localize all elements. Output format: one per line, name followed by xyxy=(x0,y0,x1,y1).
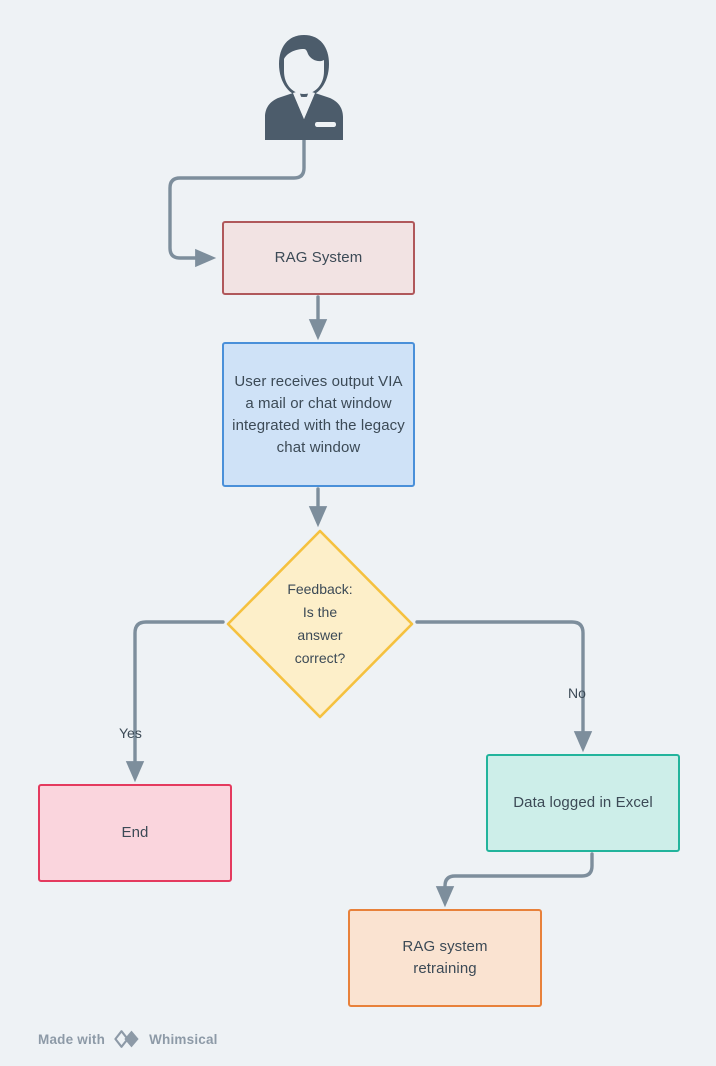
node-end[interactable]: End xyxy=(38,784,232,882)
node-rag-system-retraining-label: RAG system retraining xyxy=(402,938,488,977)
node-data-logged-in-excel-label: Data logged in Excel xyxy=(513,794,653,811)
node-user-receives-output-label: User receives output VIA a mail or chat … xyxy=(232,372,405,456)
node-user-receives-output[interactable]: User receives output VIA a mail or chat … xyxy=(222,342,415,487)
whimsical-watermark[interactable]: Made with Whimsical xyxy=(38,1028,218,1050)
edge-decision-to-end xyxy=(125,620,225,783)
node-decision-feedback[interactable]: Feedback: Is the answer correct? xyxy=(225,528,415,720)
edge-label-no: No xyxy=(568,685,586,701)
edge-decision-to-excel xyxy=(415,620,593,753)
made-with-label: Made with xyxy=(38,1031,106,1047)
whimsical-brand-label: Whimsical xyxy=(149,1031,218,1047)
node-rag-system[interactable]: RAG System xyxy=(222,221,415,295)
node-decision-label: Feedback: Is the answer correct? xyxy=(287,581,353,666)
whimsical-diamonds-logo-icon xyxy=(112,1028,142,1050)
diamond-shape xyxy=(226,529,414,719)
edge-label-yes: Yes xyxy=(119,725,142,741)
node-end-label: End xyxy=(121,824,149,841)
edge-excel-to-retraining xyxy=(435,852,594,908)
user-avatar-icon xyxy=(259,33,349,140)
node-rag-system-retraining[interactable]: RAG system retraining xyxy=(348,909,542,1007)
node-rag-system-label: RAG System xyxy=(274,249,363,266)
node-data-logged-in-excel[interactable]: Data logged in Excel xyxy=(486,754,680,852)
